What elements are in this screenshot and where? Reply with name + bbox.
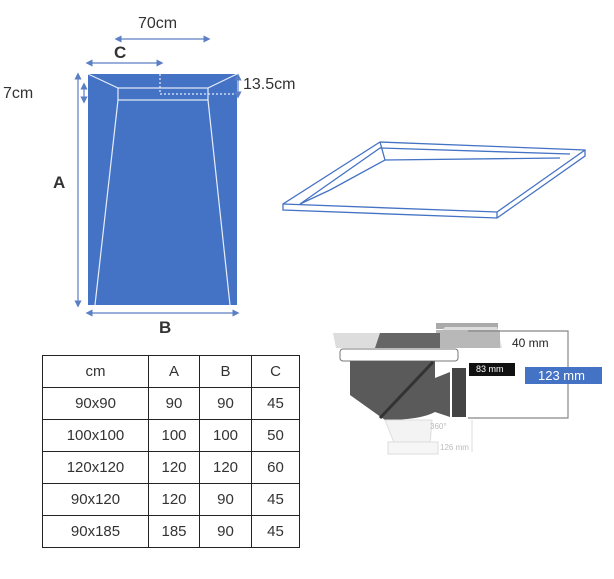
drain-83mm: 83 mm: [476, 364, 504, 374]
table-header: cm A B C: [42, 355, 300, 388]
tray-plan: [88, 74, 237, 305]
cell: 100: [148, 419, 200, 452]
cell: 90: [199, 387, 252, 420]
drain-drawing: [333, 323, 602, 455]
cell: 90: [199, 483, 252, 516]
tray-3d: [282, 141, 586, 219]
header-cell: C: [251, 355, 300, 388]
tray-slope-lines: [87, 73, 238, 306]
header-cell: A: [148, 355, 200, 388]
cell: 90: [148, 387, 200, 420]
header-cell: cm: [42, 355, 149, 388]
cell: 60: [251, 451, 300, 484]
width-label: 70cm: [138, 15, 178, 32]
cell: 90x120: [42, 483, 149, 516]
drain-rotation: 360°: [430, 422, 447, 431]
a-label: A: [53, 173, 66, 192]
drain-123mm: 123 mm: [538, 368, 585, 383]
cell: 90: [199, 515, 252, 548]
cell: 120: [199, 451, 252, 484]
right-depth-label: 13.5cm: [243, 76, 296, 93]
cell: 45: [251, 515, 300, 548]
cell: 50: [251, 419, 300, 452]
cell: 120: [148, 451, 200, 484]
cell: 185: [148, 515, 200, 548]
cell: 45: [251, 483, 300, 516]
cell: 90x90: [42, 387, 149, 420]
cell: 45: [251, 387, 300, 420]
left-depth-label: 7cm: [3, 85, 34, 102]
drain-width: 126 mm: [440, 443, 469, 452]
cell: 120: [148, 483, 200, 516]
cell: 100: [199, 419, 252, 452]
b-label: B: [159, 318, 172, 337]
header-cell: B: [199, 355, 252, 388]
cell: 100x100: [42, 419, 149, 452]
dimension-arrows: [74, 35, 242, 317]
cell: 120x120: [42, 451, 149, 484]
cell: 90x185: [42, 515, 149, 548]
drain-40mm: 40 mm: [512, 336, 549, 350]
c-label: C: [114, 43, 127, 62]
